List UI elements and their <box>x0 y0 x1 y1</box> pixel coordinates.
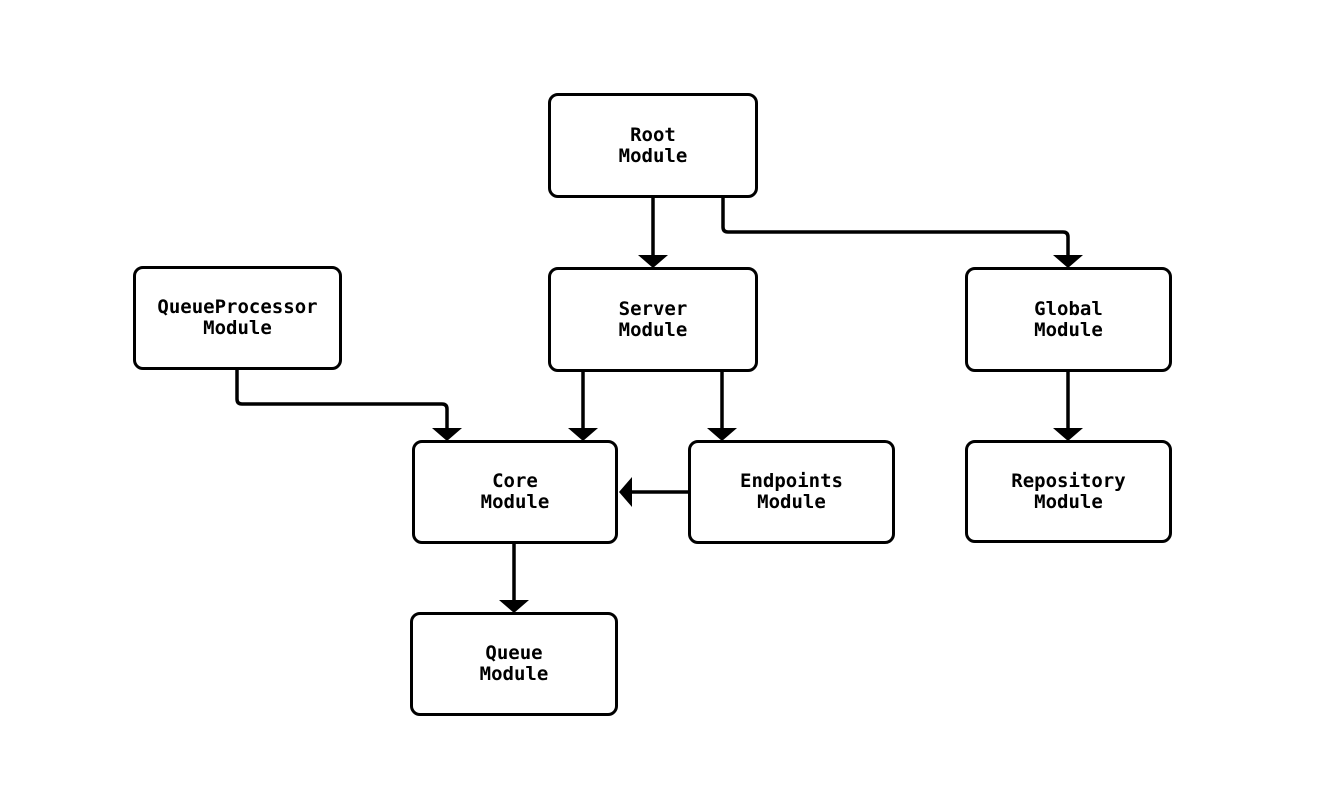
arrowhead-core-to-queue <box>499 600 529 613</box>
node-endpoints-module: Endpoints Module <box>688 440 895 544</box>
arrowhead-queueprocessor-to-core <box>432 428 462 441</box>
node-global-module-label-line2: Module <box>1034 318 1103 341</box>
node-repository-module-label-line1: Repository <box>1011 469 1126 492</box>
arrowhead-endpoints-to-core <box>619 477 632 507</box>
node-repository-module-label-line2: Module <box>1034 490 1103 513</box>
node-server-module: Server Module <box>548 267 758 372</box>
node-queueprocessor-module-label-line1: QueueProcessor <box>157 296 318 318</box>
node-endpoints-module-label-line1: Endpoints <box>740 470 843 492</box>
node-queue-module: Queue Module <box>410 612 618 716</box>
node-root-module-label-line1: Root <box>630 123 676 146</box>
arrowhead-server-to-endpoints <box>707 428 737 441</box>
node-queue-module-label-line2: Module <box>479 663 549 685</box>
node-core-module-label-line1: Core <box>492 470 538 492</box>
node-queue-module-label-line1: Queue <box>485 642 543 664</box>
node-server-module-label-line1: Server <box>618 297 688 320</box>
arrowhead-root-to-server <box>638 255 668 268</box>
node-queueprocessor-module: QueueProcessor Module <box>133 266 342 370</box>
edge-queueprocessor-to-core <box>235 369 449 428</box>
node-root-module-label-line2: Module <box>618 144 688 167</box>
node-global-module-label-line1: Global <box>1034 297 1103 320</box>
node-endpoints-module-label-line2: Module <box>757 491 826 513</box>
node-server-module-label-line2: Module <box>618 318 688 341</box>
arrowhead-global-to-repository <box>1053 428 1083 441</box>
node-global-module: Global Module <box>965 267 1172 372</box>
node-repository-module: Repository Module <box>965 440 1172 543</box>
node-core-module-label-line2: Module <box>480 491 550 513</box>
arrowhead-root-to-global <box>1053 255 1083 268</box>
node-root-module: Root Module <box>548 93 758 198</box>
arrowhead-server-to-core <box>568 428 598 441</box>
edge-root-to-global <box>721 197 1070 255</box>
node-queueprocessor-module-label-line2: Module <box>203 317 272 339</box>
node-core-module: Core Module <box>412 440 618 544</box>
